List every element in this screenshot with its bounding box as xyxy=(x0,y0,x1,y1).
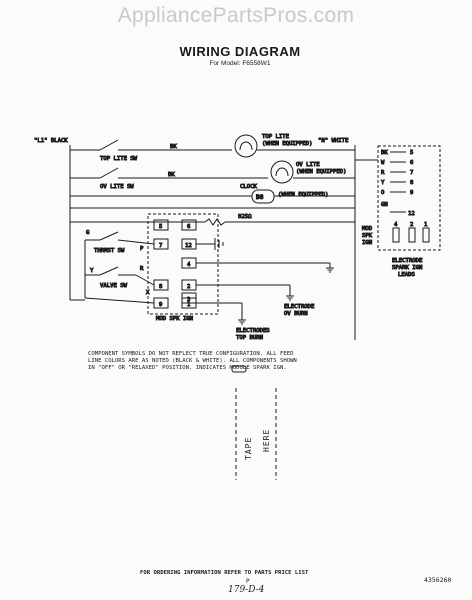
top-lite-label: TOP LITE xyxy=(262,134,290,140)
electrodes-top-label: ELECTRODES xyxy=(236,328,270,334)
module-indicator-symbol xyxy=(231,365,247,373)
electrodes-top-burn-label: TOP BURN xyxy=(236,335,263,341)
harness-box xyxy=(377,145,441,251)
bk-label-2: BK xyxy=(168,172,175,178)
part-number: 4356260 xyxy=(424,576,452,584)
harness-bottom-4: 4 xyxy=(394,222,398,228)
harness-right-6: 6 xyxy=(410,160,413,166)
terminal-2: 2 xyxy=(187,284,190,290)
ov-lite-lamp-symbol xyxy=(270,160,294,184)
top-lite-equipped-label: (WHEN EQUIPPED) xyxy=(262,141,313,147)
note-line-2: LINE COLORS ARE AS NOTED (BLACK & WHITE)… xyxy=(88,358,297,365)
terminal-3: 3 xyxy=(187,297,190,303)
harness-right-7: 7 xyxy=(410,170,413,176)
x-label: X xyxy=(146,290,150,296)
top-lite-lamp-symbol xyxy=(234,134,258,158)
top-lite-sw-label: TOP LITE SW xyxy=(100,156,138,162)
bk-label-1: BK xyxy=(170,144,177,150)
harness-bottom-2: 2 xyxy=(410,222,413,228)
harness-right-8: 8 xyxy=(410,180,414,186)
p-label: P xyxy=(140,246,144,252)
mod-spk-ign-side-label: MOD xyxy=(362,226,373,232)
y-label: Y xyxy=(90,268,94,274)
electrode-spark-label: ELECTRODE xyxy=(392,258,423,264)
top-lite-switch xyxy=(99,139,119,151)
harness-left-y: Y xyxy=(381,180,385,186)
handwritten-note: 179-D-4 xyxy=(228,585,265,595)
watermark: AppliancePartsPros.com xyxy=(117,4,355,27)
terminal-1: 1 xyxy=(187,302,190,308)
model-subtitle: For Model: F6558W1 xyxy=(209,60,271,67)
ground-symbols xyxy=(238,267,334,325)
ordering-footer: FOR ORDERING INFORMATION REFER TO PARTS … xyxy=(140,570,309,576)
electrode-ov-burn-label: OV BURN xyxy=(284,311,308,317)
ov-lite-label: OV LITE xyxy=(296,162,320,168)
harness-right-9: 9 xyxy=(410,190,413,196)
ov-lite-switch xyxy=(99,167,119,179)
valve-switch xyxy=(99,266,119,276)
terminal-5: 5 xyxy=(159,224,162,230)
harness-left-gn: GN xyxy=(381,202,388,208)
terminal-4: 4 xyxy=(187,262,191,268)
harness-right-12: 12 xyxy=(408,211,415,217)
note-line-1: COMPONENT SYMBOLS DO NOT REFLECT TRUE CO… xyxy=(88,351,294,357)
l1-black-label: "L1" BLACK xyxy=(34,138,68,144)
here-label: HERE xyxy=(262,428,271,452)
harness-right-5: 5 xyxy=(410,150,413,156)
component-notes: COMPONENT SYMBOLS DO NOT REFLECT TRUE CO… xyxy=(88,351,378,373)
clock-label: CLOCK xyxy=(240,184,257,190)
terminal-12: 12 xyxy=(185,243,192,249)
terminal-8: 8 xyxy=(159,284,163,290)
mod-spk-ign-label: MOD SPK IGN xyxy=(156,316,193,322)
ov-lite-equipped-label: (WHEN EQUIPPED) xyxy=(296,169,347,175)
harness-connectors xyxy=(390,151,430,243)
g-label: G xyxy=(86,230,90,236)
terminal-9: 9 xyxy=(159,302,162,308)
electrode-ov-label: ELECTRODE xyxy=(284,304,315,310)
mod-spk-ign-side-label-2: SPK xyxy=(362,233,373,239)
thrmst-sw-label: THRMST SW xyxy=(94,248,125,254)
resistor-label: 825Ω xyxy=(238,214,252,220)
note-line-3: IN "OFF" OR "RELAXED" POSITION. INDICATE… xyxy=(88,365,287,372)
resistor-symbol xyxy=(204,218,226,226)
page-number: P xyxy=(246,578,250,585)
diagram-title: WIRING DIAGRAM xyxy=(179,44,301,59)
harness-left-o: O xyxy=(381,190,385,196)
harness-left-bk: BK xyxy=(381,150,388,156)
terminal-6: 6 xyxy=(187,224,190,230)
r-label: R xyxy=(140,266,144,272)
harness-left-r: R xyxy=(381,170,385,176)
valve-sw-label: VALVE SW xyxy=(100,283,128,289)
ov-lite-sw-label: OV LITE SW xyxy=(100,184,134,190)
electrode-spark-ign-label: SPARK IGN xyxy=(392,265,422,271)
n-white-label: "N" WHITE xyxy=(318,138,349,144)
tape-label: TAPE xyxy=(244,436,253,460)
clock-equipped-label: (WHEN EQUIPPED) xyxy=(278,192,329,198)
thermostat-switch xyxy=(99,231,119,241)
harness-bottom-1: 1 xyxy=(424,222,427,228)
electrode-spark-leads-label: LEADS xyxy=(398,272,415,278)
harness-left-w: W xyxy=(381,160,385,166)
module-box xyxy=(147,213,219,315)
mod-spk-ign-side-label-3: IGN xyxy=(362,240,372,246)
terminal-7: 7 xyxy=(159,243,162,249)
clock-symbol-label: D8 xyxy=(256,194,264,201)
